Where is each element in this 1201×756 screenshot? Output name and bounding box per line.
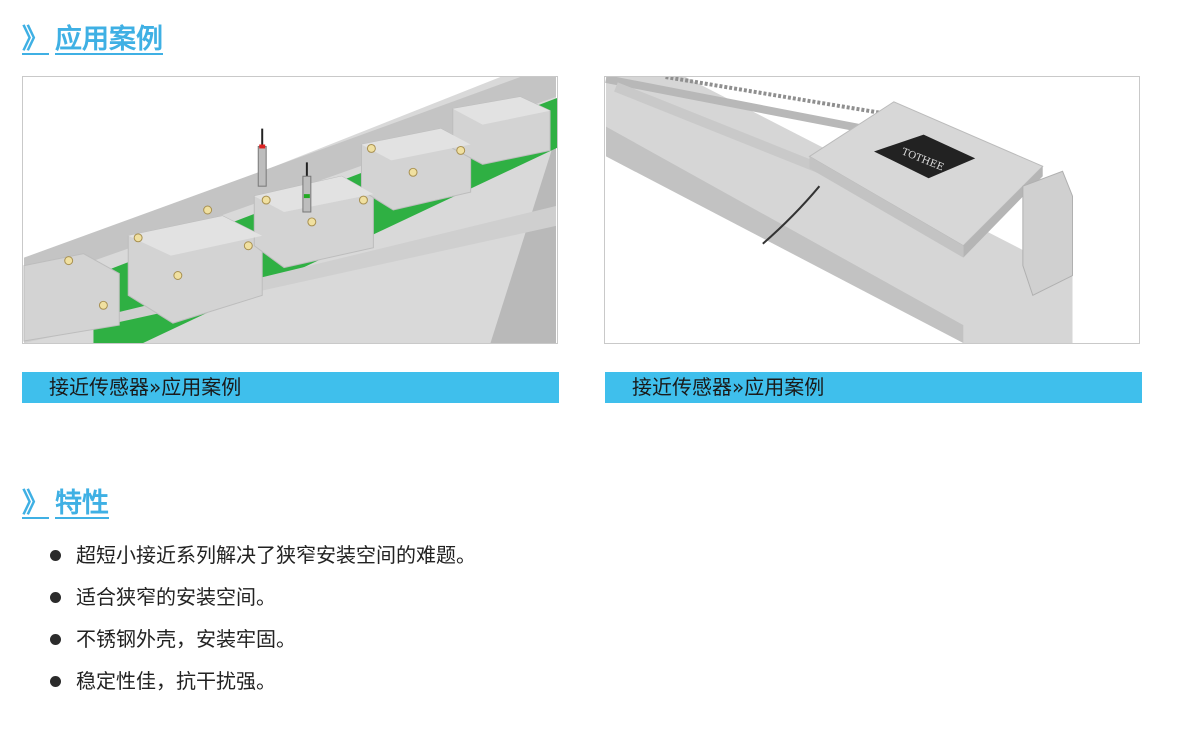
caption-bar-left: 接近传感器»应用案例	[22, 372, 559, 403]
feature-text: 适合狭窄的安装空间。	[76, 585, 276, 609]
section-title-features: 》特性	[22, 487, 109, 521]
section-title-text: 特性	[55, 488, 109, 519]
caption-text: 接近传感器»应用案例	[632, 375, 825, 399]
bullet-icon	[50, 634, 61, 645]
conveyor-sensor-image	[22, 76, 558, 344]
section-title-cases: 》应用案例	[22, 23, 163, 57]
feature-text: 稳定性佳，抗干扰强。	[76, 669, 276, 693]
linear-stage-image: TOTHEE	[604, 76, 1140, 344]
feature-item: 稳定性佳，抗干扰强。	[50, 664, 476, 706]
feature-item: 适合狭窄的安装空间。	[50, 580, 476, 622]
caption-text: 接近传感器»应用案例	[49, 375, 242, 399]
chevron-icon: 》	[22, 24, 49, 55]
feature-item: 不锈钢外壳，安装牢固。	[50, 622, 476, 664]
chevron-icon: 》	[22, 488, 49, 519]
feature-item: 超短小接近系列解决了狭窄安装空间的难题。	[50, 538, 476, 580]
caption-bar-right: 接近传感器»应用案例	[605, 372, 1142, 403]
feature-text: 超短小接近系列解决了狭窄安装空间的难题。	[76, 543, 476, 567]
bullet-icon	[50, 676, 61, 687]
bullet-icon	[50, 550, 61, 561]
feature-text: 不锈钢外壳，安装牢固。	[76, 627, 296, 651]
section-title-text: 应用案例	[55, 24, 163, 55]
bullet-icon	[50, 592, 61, 603]
feature-list: 超短小接近系列解决了狭窄安装空间的难题。 适合狭窄的安装空间。 不锈钢外壳，安装…	[50, 538, 476, 706]
